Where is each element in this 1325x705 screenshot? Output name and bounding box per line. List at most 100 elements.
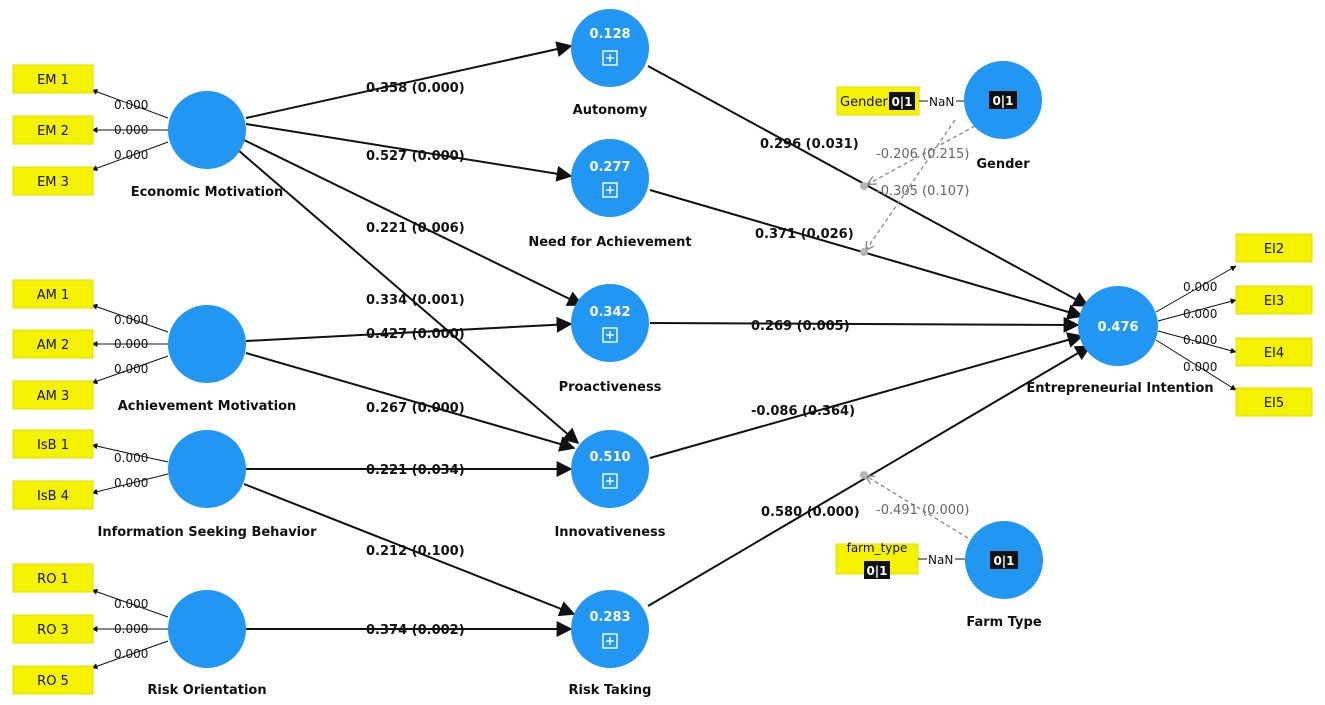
indicator-em1[interactable] <box>12 64 94 94</box>
indicator-am2[interactable] <box>12 329 94 359</box>
expand-icon[interactable] <box>602 50 618 66</box>
loading-value: 0.000 <box>1183 280 1217 294</box>
path-coef-am-innov: 0.267 (0.000) <box>366 401 465 416</box>
moderation-coef-farm-type: -0.491 (0.000) <box>876 503 969 518</box>
loading-arrow-ei5 <box>1155 339 1237 391</box>
moderation-coef-gender-1: -0.206 (0.215) <box>876 147 969 162</box>
indicator-label: EI2 <box>1264 242 1284 257</box>
loading-value: 0.000 <box>1183 360 1217 374</box>
indicator-am3[interactable] <box>12 380 94 410</box>
indicator-label: EI5 <box>1264 396 1284 411</box>
indicator-am1[interactable] <box>12 279 94 309</box>
loading-value: 0.000 <box>114 597 148 611</box>
path-arrow-innov-ei <box>649 332 1084 459</box>
moderation-arrow-gender-2 <box>866 119 956 250</box>
loading-value: 0.000 <box>114 98 148 112</box>
path-arrow-em-innov <box>237 149 580 445</box>
expand-icon[interactable] <box>602 473 618 489</box>
path-coef-em-autonomy: 0.358 (0.000) <box>366 81 465 96</box>
loading-arrow-em1 <box>91 89 169 119</box>
construct-label: Farm Type <box>966 615 1041 630</box>
moderation-paths <box>860 119 976 539</box>
loading-value: 0.000 <box>114 313 148 327</box>
construct-label: Risk Taking <box>568 683 651 698</box>
indicator-ro5[interactable] <box>12 665 94 695</box>
binary-tag <box>990 551 1018 569</box>
construct-economic-motivation[interactable] <box>168 91 246 169</box>
loading-value: 0.000 <box>114 123 148 137</box>
loading-value: 0.000 <box>1183 307 1217 321</box>
indicator-label: AM 3 <box>37 389 70 404</box>
binary-tag-text: 0|1 <box>891 95 912 109</box>
path-coef-em-nach: 0.527 (0.000) <box>366 149 465 164</box>
indicator-ro1[interactable] <box>12 563 94 593</box>
path-coef-ro-risk: 0.374 (0.002) <box>366 623 465 638</box>
path-arrow-am-proact <box>245 316 573 342</box>
indicator-isb4[interactable] <box>12 480 94 510</box>
path-coef-em-proact: 0.221 (0.006) <box>366 221 465 236</box>
indicator-label: AM 2 <box>37 338 70 353</box>
binary-tag <box>889 92 915 110</box>
loading-value: 0.000 <box>114 337 148 351</box>
moderator-indicators: Gender 0|1 NaN farm_type 0|1 NaN <box>835 86 965 579</box>
indicator-em3[interactable] <box>12 166 94 196</box>
indicator-label: EM 3 <box>37 175 69 190</box>
expand-icon[interactable] <box>602 327 618 343</box>
nan-label: NaN <box>928 553 953 567</box>
r-squared-value: 0.342 <box>589 305 630 320</box>
indicator-label: EM 2 <box>37 124 69 139</box>
construct-autonomy[interactable] <box>571 9 649 87</box>
construct-risk-taking[interactable] <box>571 590 649 668</box>
path-coef-am-proact: 0.427 (0.000) <box>366 327 465 342</box>
moderation-labels: -0.206 (0.215) -0.305 (0.107) -0.491 (0.… <box>876 147 969 518</box>
r-squared-value: 0.128 <box>589 27 630 42</box>
construct-innovativeness[interactable] <box>571 430 649 508</box>
indicator-ro3[interactable] <box>12 614 94 644</box>
indicator-ei5[interactable] <box>1235 387 1313 417</box>
construct-need-for-achievement[interactable] <box>571 139 649 217</box>
construct-label: Autonomy <box>573 103 648 118</box>
loading-value: 0.000 <box>114 622 148 636</box>
construct-achievement-motivation[interactable] <box>168 305 246 383</box>
path-coef-autonomy-ei: 0.296 (0.031) <box>760 137 859 152</box>
moderation-node-3 <box>860 471 868 479</box>
moderation-node-2 <box>860 248 868 256</box>
construct-label: Risk Orientation <box>147 683 266 698</box>
indicator-em2[interactable] <box>12 115 94 145</box>
path-arrow-proact-ei <box>649 316 1080 333</box>
loading-labels: 0.000 0.000 0.000 0.000 0.000 0.000 0.00… <box>114 98 1217 661</box>
moderation-coef-gender-2: -0.305 (0.107) <box>876 184 969 199</box>
r-squared-value: 0.476 <box>1097 320 1138 335</box>
indicator-label: EM 1 <box>37 73 69 88</box>
loading-value: 0.000 <box>1183 333 1217 347</box>
path-coef-isb-innov: 0.221 (0.034) <box>366 463 465 478</box>
construct-label: Entrepreneurial Intention <box>1026 381 1213 396</box>
loading-arrow-isb1 <box>91 443 169 463</box>
construct-entrepreneurial-intention[interactable] <box>1078 286 1158 366</box>
loading-arrow-ei3 <box>1157 298 1237 322</box>
indicator-ei2[interactable] <box>1235 233 1313 263</box>
expand-icon[interactable] <box>602 182 618 198</box>
indicator-ei3[interactable] <box>1235 285 1313 315</box>
loading-value: 0.000 <box>114 148 148 162</box>
construct-proactiveness[interactable] <box>571 284 649 362</box>
moderation-node-1 <box>860 182 868 190</box>
indicator-ei4[interactable] <box>1235 337 1313 367</box>
path-arrow-em-nach <box>245 123 573 182</box>
expand-icon[interactable] <box>602 633 618 649</box>
indicator-isb1[interactable] <box>12 429 94 459</box>
binary-tag <box>989 91 1017 109</box>
indicator-label: AM 1 <box>37 288 70 303</box>
binary-tag-text: 0|1 <box>993 554 1014 568</box>
loading-arrow-am3 <box>91 355 169 385</box>
indicator-label: EI4 <box>1264 346 1284 361</box>
binary-tag-text: 0|1 <box>992 94 1013 108</box>
indicator-label: IsB 4 <box>37 489 69 504</box>
construct-information-seeking-behavior[interactable] <box>168 430 246 508</box>
construct-risk-orientation[interactable] <box>168 590 246 668</box>
binary-tag <box>864 561 890 579</box>
r-squared-value: 0.283 <box>589 610 630 625</box>
path-arrow-isb-risk <box>243 483 576 617</box>
